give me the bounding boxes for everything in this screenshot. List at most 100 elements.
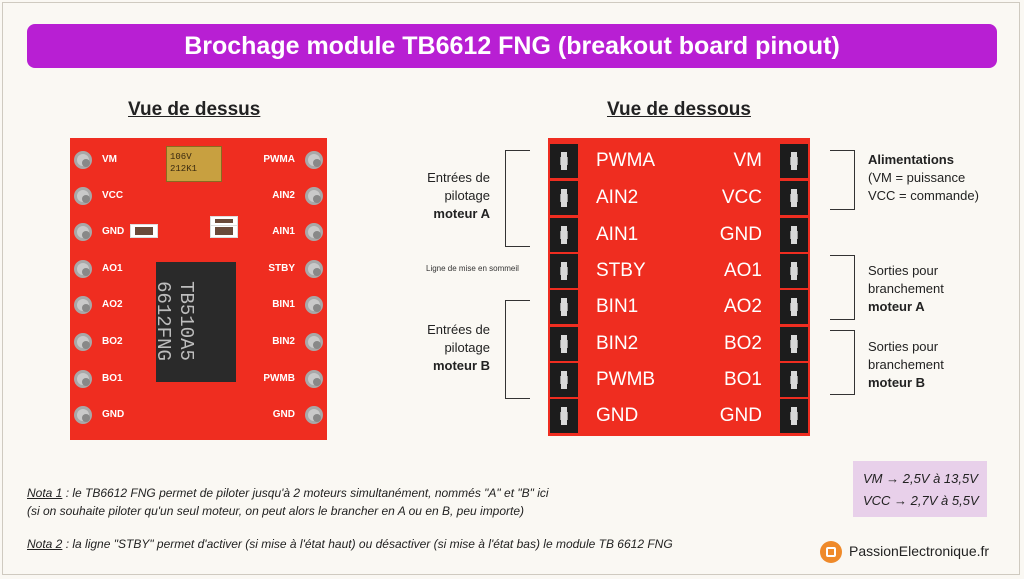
bottom-right-pin-label: GND — [719, 224, 762, 245]
inputs-a-bracket — [505, 150, 530, 247]
outputs-a-line2: branchement — [868, 281, 944, 296]
top-right-pin-label: BIN2 — [272, 336, 295, 347]
power-label: Alimentations (VM = puissance VCC = comm… — [868, 151, 979, 205]
bottom-right-pin-label: AO2 — [723, 296, 762, 317]
top-left-pin-label: VCC — [102, 190, 124, 201]
inputs-a-line3: moteur A — [433, 206, 490, 221]
pin-leg — [561, 407, 567, 425]
pin-leg — [791, 335, 797, 353]
outputs-b-bracket — [830, 330, 855, 395]
inputs-a-line2: pilotage — [444, 188, 490, 203]
power-line2: (VM = puissance — [868, 170, 966, 185]
pin-leg — [791, 407, 797, 425]
top-right-pin-label: AIN1 — [272, 226, 295, 237]
bottom-view-heading: Vue de dessous — [607, 99, 751, 120]
outputs-a-line3: moteur A — [868, 299, 925, 314]
note-1: Nota 1 : le TB6612 FNG permet de piloter… — [27, 486, 549, 500]
chip-logo-icon — [820, 541, 842, 563]
pin-header-hole — [305, 260, 323, 278]
pin-leg — [561, 189, 567, 207]
bottom-left-pin-label: BIN2 — [596, 333, 639, 354]
pin-leg — [561, 335, 567, 353]
pin-leg — [791, 189, 797, 207]
page-title: Brochage module TB6612 FNG (breakout boa… — [27, 24, 997, 68]
note-1-label: Nota 1 — [27, 486, 63, 500]
top-left-pin-label: VM — [102, 154, 117, 165]
bottom-right-pin-label: VM — [733, 150, 763, 171]
top-right-pin-label: PWMB — [263, 373, 295, 384]
vm-voltage: VM → 2,5V à 13,5V — [863, 471, 978, 486]
pin-header-hole — [74, 333, 92, 351]
note-1-continued: (si on souhaite piloter qu'un seul moteu… — [27, 504, 525, 518]
bottom-left-pin-label: AIN2 — [596, 187, 639, 208]
power-line3: VCC = commande) — [868, 188, 979, 203]
pin-leg — [791, 262, 797, 280]
bottom-right-pin-label: GND — [719, 405, 762, 426]
pin-header-hole — [74, 406, 92, 424]
bottom-left-pin-label: PWMA — [596, 150, 656, 171]
pin-leg — [561, 298, 567, 316]
tantalum-capacitor: 106V 212K1 — [166, 146, 222, 182]
pin-header-hole — [305, 151, 323, 169]
pin-leg — [791, 226, 797, 244]
inputs-a-line1: Entrées de — [427, 170, 490, 185]
pin-header-hole — [305, 406, 323, 424]
note-2: Nota 2 : la ligne "STBY" permet d'active… — [27, 537, 673, 551]
power-bracket — [830, 150, 855, 210]
bottom-right-pin-label: AO1 — [723, 260, 762, 281]
pin-leg — [791, 152, 797, 170]
pin-header-hole — [74, 151, 92, 169]
note-2-label: Nota 2 — [27, 537, 63, 551]
bottom-right-pin-label: BO2 — [723, 333, 762, 354]
outputs-a-label: Sorties pour branchement moteur A — [868, 262, 944, 316]
pin-header-hole — [305, 296, 323, 314]
resistor-right — [210, 224, 238, 238]
pin-leg — [561, 152, 567, 170]
bottom-left-pin-label: GND — [596, 405, 639, 426]
brand-name: PassionElectronique.fr — [849, 543, 990, 559]
outputs-b-line1: Sorties pour — [868, 339, 939, 354]
top-right-pin-label: BIN1 — [272, 299, 295, 310]
top-left-pin-label: BO2 — [102, 336, 123, 347]
pin-header-hole — [74, 260, 92, 278]
pin-header-hole — [305, 223, 323, 241]
pin-leg — [561, 226, 567, 244]
standby-label: Ligne de mise en sommeil — [426, 264, 519, 273]
inputs-b-bracket — [505, 300, 530, 399]
top-right-pin-label: GND — [272, 409, 295, 420]
inputs-b-label: Entrées de pilotage moteur B — [418, 321, 490, 375]
pin-leg — [561, 262, 567, 280]
inputs-b-line3: moteur B — [432, 358, 490, 373]
bottom-left-pin-label: PWMB — [596, 369, 656, 390]
vcc-voltage: VCC → 2,7V à 5,5V — [863, 493, 979, 508]
top-right-pin-label: STBY — [268, 263, 295, 274]
chip-marking-line2: 6612FNG — [151, 281, 174, 361]
pin-header-hole — [305, 370, 323, 388]
top-left-pin-label: GND — [102, 409, 125, 420]
top-left-pin-label: AO2 — [102, 299, 123, 310]
top-left-pin-label: GND — [102, 226, 125, 237]
pin-header-hole — [74, 370, 92, 388]
note-2-text: : la ligne "STBY" permet d'activer (si m… — [62, 537, 673, 551]
pin-header-hole — [305, 333, 323, 351]
pin-leg — [791, 298, 797, 316]
outputs-a-line1: Sorties pour — [868, 263, 939, 278]
outputs-b-line2: branchement — [868, 357, 944, 372]
resistor-top-right — [210, 216, 238, 226]
pin-header-hole — [305, 187, 323, 205]
outputs-b-line3: moteur B — [868, 375, 926, 390]
bottom-right-pin-label: VCC — [721, 187, 762, 208]
pin-header-hole — [74, 223, 92, 241]
bottom-left-pin-label: AIN1 — [596, 224, 639, 245]
pin-header-hole — [74, 296, 92, 314]
resistor-left — [130, 224, 158, 238]
capacitor-marking: 106V 212K1 — [170, 152, 198, 174]
top-left-pin-label: BO1 — [102, 373, 123, 384]
top-left-pin-label: AO1 — [102, 263, 123, 274]
tb6612-chip: TB510A5 6612FNG — [152, 262, 236, 382]
note-1-text: : le TB6612 FNG permet de piloter jusqu'… — [62, 486, 549, 500]
pin-header-hole — [74, 187, 92, 205]
voltage-box: VM → 2,5V à 13,5V VCC → 2,7V à 5,5V — [853, 461, 987, 517]
